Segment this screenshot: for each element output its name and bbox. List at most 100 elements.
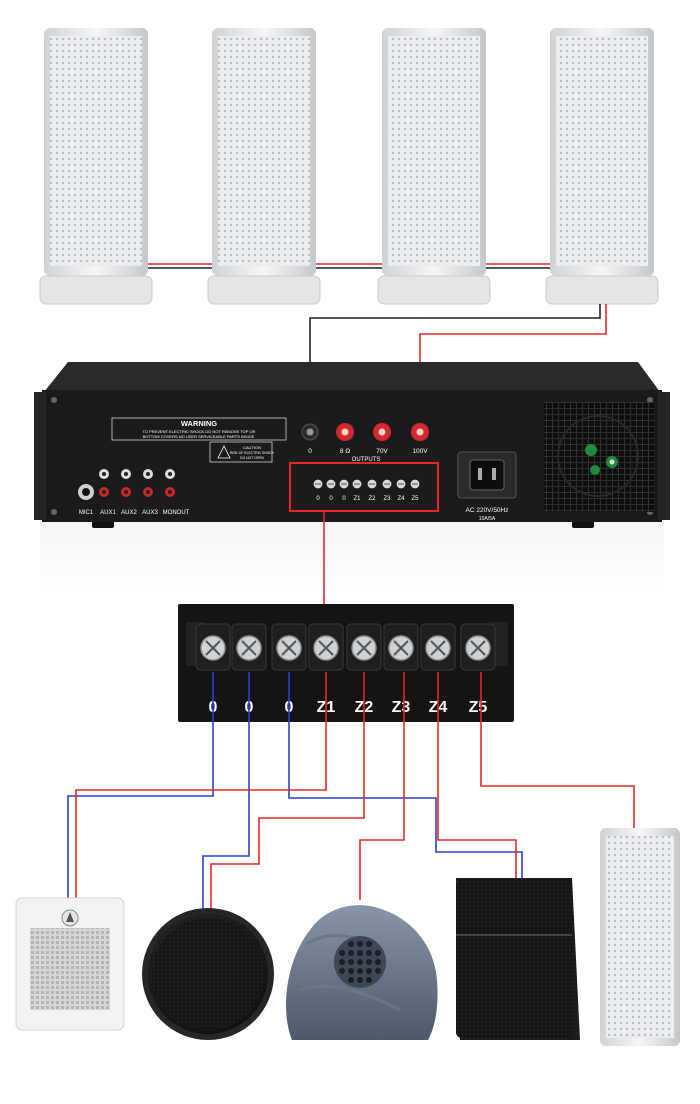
column-speaker-icon	[39, 28, 153, 305]
amp-output-screw	[339, 479, 349, 489]
caution-line-2: DO NOT OPEN	[240, 456, 264, 460]
amp-output-screw	[326, 479, 336, 489]
amp-output-screw	[396, 479, 406, 489]
input-label-mic1: MIC1	[79, 510, 94, 516]
amp-output-screw	[382, 479, 392, 489]
terminal-label-70v: 70V	[376, 448, 388, 455]
terminal-screw	[346, 623, 382, 671]
amp-output-label: 0	[329, 496, 333, 502]
amp-output-screw	[352, 479, 362, 489]
rock-grille-hole	[357, 959, 363, 965]
amp-output-label: Z3	[383, 496, 391, 502]
rock-grille-hole	[366, 968, 372, 974]
rock-grille-hole	[339, 968, 345, 974]
amp-output-label: Z5	[411, 496, 419, 502]
power-label: AC 220V/50Hz	[466, 507, 509, 514]
warning-label: WARNING TO PREVENT ELECTRIC SHOCK DO NOT…	[111, 417, 287, 441]
amp-output-screw	[313, 479, 323, 489]
rock-grille-holes	[339, 941, 381, 983]
terminal-screw	[195, 623, 231, 671]
zone-wiring	[67, 672, 635, 918]
rock-grille-hole	[348, 977, 354, 983]
rock-grille-hole	[366, 941, 372, 947]
terminal-screw	[420, 623, 456, 671]
terminal-screws	[195, 623, 496, 671]
common-wire-ceiling-speaker	[202, 672, 250, 918]
terminal-screw	[231, 623, 267, 671]
common-wire-box-speaker	[288, 672, 523, 880]
z1-wire-wall-speaker	[75, 672, 327, 904]
caution-title: CAUTION	[243, 445, 261, 450]
warning-line-1: TO PREVENT ELECTRIC SHOCK DO NOT REMOVE …	[143, 429, 256, 434]
terminal-screw	[383, 623, 419, 671]
input-label-monout: MONOUT	[163, 510, 190, 516]
terminal-label-8ohm: 8 Ω	[340, 448, 350, 455]
amp-output-screws	[313, 479, 420, 489]
warning-line-2: BOTTOM COVERS.NO USER SERVICEABLE PARTS …	[143, 434, 256, 439]
amp-output-labels: 0 0 0 Z1 Z2 Z3 Z4 Z5	[316, 496, 419, 502]
terminal-label-100v: 100V	[412, 448, 428, 455]
caution-line-1: RISK OF ELECTRIC SHOCK	[230, 451, 275, 455]
input-label-aux3: AUX3	[142, 510, 158, 516]
rock-grille-hole	[348, 950, 354, 956]
rock-grille-hole	[366, 950, 372, 956]
terminal-label-0: 0	[308, 448, 312, 455]
rock-grille-hole	[366, 959, 372, 965]
rock-grille-hole	[348, 968, 354, 974]
column-speaker-icon	[207, 28, 321, 305]
box-speaker-icon	[456, 878, 580, 1040]
input-jacks: MIC1 AUX1 AUX2 AUX3 MONOUT	[78, 469, 190, 516]
z2-wire-ceiling-speaker	[210, 672, 365, 918]
rock-speaker-icon	[286, 905, 438, 1040]
rock-grille-hole	[348, 941, 354, 947]
z5-wire-column-speaker	[480, 672, 635, 830]
terminal-screw	[460, 623, 496, 671]
fan-grille	[544, 402, 654, 512]
rock-grille-hole	[375, 959, 381, 965]
power-sub-label: 10A/5A	[479, 516, 496, 522]
rock-grille-hole	[375, 950, 381, 956]
speaker-binding-posts: 0 8 Ω 70V 100V	[301, 423, 429, 455]
amp-output-screw	[410, 479, 420, 489]
column-speaker-icon	[600, 828, 680, 1046]
amp-output-label: Z4	[397, 496, 405, 502]
caution-label: CAUTION RISK OF ELECTRIC SHOCK DO NOT OP…	[209, 441, 275, 463]
outputs-highlight-box	[289, 462, 439, 512]
zone-outputs-strip: OUTPUTS 0 0 0 Z1 Z2 Z3 Z4 Z5	[289, 457, 439, 512]
terminal-screw	[271, 623, 307, 671]
rock-grille-hole	[357, 968, 363, 974]
ceiling-speaker-icon	[142, 908, 274, 1040]
terminal-screw	[308, 623, 344, 671]
rock-grille-hole	[357, 977, 363, 983]
power-socket: AC 220V/50Hz 10A/5A	[457, 451, 517, 522]
rock-grille-hole	[339, 959, 345, 965]
amp-output-screw	[367, 479, 377, 489]
z3-wire-rock-speaker	[359, 672, 405, 900]
terminal-label: Z3	[392, 699, 411, 716]
amp-output-label: 0	[342, 496, 346, 502]
rock-grille-hole	[339, 950, 345, 956]
common-wire-wall-speaker	[67, 672, 214, 904]
zoomed-terminal-block: 0 0 0 Z1 Z2 Z3 Z4 Z5	[178, 604, 514, 722]
amplifier-rear-panel: WARNING TO PREVENT ELECTRIC SHOCK DO NOT…	[34, 362, 670, 594]
z4-wire-box-speaker	[437, 672, 517, 880]
column-speaker-icon	[545, 28, 659, 305]
terminal-label: Z5	[469, 699, 488, 716]
amp-output-label: Z1	[353, 496, 361, 502]
amp-output-label: 0	[316, 496, 320, 502]
rock-grille-hole	[357, 950, 363, 956]
rock-grille-hole	[375, 968, 381, 974]
wall-speaker-icon	[15, 897, 125, 1031]
warning-title: WARNING	[181, 419, 217, 428]
amp-output-label: Z2	[368, 496, 376, 502]
top-column-speakers	[39, 28, 659, 305]
input-label-aux2: AUX2	[121, 510, 137, 516]
rock-grille-hole	[366, 977, 372, 983]
rock-grille-hole	[357, 941, 363, 947]
column-speaker-icon	[377, 28, 491, 305]
outputs-title: OUTPUTS	[352, 457, 381, 463]
input-label-aux1: AUX1	[100, 510, 116, 516]
rock-grille-hole	[348, 959, 354, 965]
